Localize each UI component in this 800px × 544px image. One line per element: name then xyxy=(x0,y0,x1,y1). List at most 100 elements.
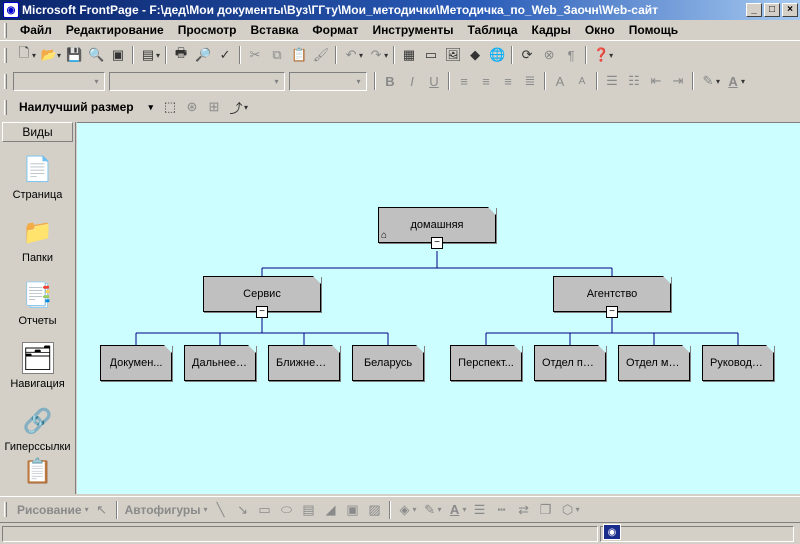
view-hyperlinks[interactable]: 🔗 Гиперссылки xyxy=(0,394,75,457)
menu-view[interactable]: Просмотр xyxy=(177,23,237,37)
redo-icon[interactable]: ↷ xyxy=(370,47,382,62)
wordart-icon[interactable]: ◢ xyxy=(325,501,336,517)
align-left-icon[interactable]: ≡ xyxy=(460,73,468,89)
style-combo[interactable]: ▾ xyxy=(13,71,105,91)
highlight-dropdown-icon[interactable]: ▾ xyxy=(716,76,721,86)
nav-node-page[interactable]: Руководс... xyxy=(702,345,774,381)
copy-icon[interactable]: ⧉ xyxy=(272,47,282,62)
textbox-icon[interactable]: ▤ xyxy=(302,501,315,517)
justify-icon[interactable]: ≣ xyxy=(524,73,536,88)
fill-color-icon[interactable]: ◈ xyxy=(399,501,410,517)
close-button[interactable]: × xyxy=(782,3,798,17)
shadow-icon[interactable]: ❐ xyxy=(539,501,552,517)
decrease-indent-icon[interactable]: ⇤ xyxy=(650,73,662,88)
toolbar-grip[interactable] xyxy=(4,22,7,38)
view-page[interactable]: 📄 Страница xyxy=(0,142,75,205)
italic-icon[interactable]: I xyxy=(410,73,414,89)
undo-icon[interactable]: ↶ xyxy=(345,47,357,62)
menu-insert[interactable]: Вставка xyxy=(250,23,299,37)
menu-help[interactable]: Помощь xyxy=(628,23,679,37)
chevron-down-icon[interactable]: ▾ xyxy=(356,76,361,86)
insert-component-icon[interactable]: ▦ xyxy=(402,47,416,62)
print-icon[interactable]: 🖶 xyxy=(174,45,188,60)
insert-picture-icon[interactable]: 🖼 xyxy=(444,47,462,62)
font-combo[interactable]: ▾ xyxy=(109,71,285,91)
views-header[interactable]: Виды xyxy=(2,122,73,142)
underline-icon[interactable]: U xyxy=(429,73,439,89)
line-icon[interactable]: ╲ xyxy=(216,501,225,517)
collapse-toggle[interactable]: − xyxy=(256,306,268,318)
toolbar-grip[interactable] xyxy=(4,73,7,89)
increase-font-icon[interactable]: A xyxy=(555,73,565,89)
menu-table[interactable]: Таблица xyxy=(467,23,518,37)
size-combo[interactable]: ▾ xyxy=(289,71,367,91)
oval-icon[interactable]: ⬭ xyxy=(280,501,293,517)
help-icon[interactable]: ❓ xyxy=(592,47,610,62)
menu-edit[interactable]: Редактирование xyxy=(65,23,164,37)
arrow-style-icon[interactable]: ⇄ xyxy=(518,501,530,517)
fill-dropdown-icon[interactable]: ▾ xyxy=(412,505,417,514)
new-page-icon[interactable]: 🗋 xyxy=(18,45,30,60)
chevron-down-icon[interactable]: ▾ xyxy=(148,101,153,112)
nav-node-page[interactable]: Ближнее ... xyxy=(268,345,340,381)
collapse-toggle[interactable]: − xyxy=(606,306,618,318)
autoshapes-menu-button[interactable]: Автофигуры xyxy=(124,502,201,517)
minimize-button[interactable]: _ xyxy=(746,3,762,17)
menu-tools[interactable]: Инструменты xyxy=(372,23,454,37)
align-right-icon[interactable]: ≡ xyxy=(504,73,512,89)
rectangle-icon[interactable]: ▭ xyxy=(258,501,271,517)
spelling-icon[interactable]: ✓ xyxy=(219,47,231,62)
nav-node-page[interactable]: Перспект... xyxy=(450,345,522,381)
drawing-dropdown-icon[interactable]: ▾ xyxy=(84,505,89,514)
redo-dropdown-icon[interactable]: ▾ xyxy=(384,50,389,60)
bullets-icon[interactable]: ☷ xyxy=(628,73,640,88)
refresh-icon[interactable]: ⟳ xyxy=(521,47,533,62)
line-style-icon[interactable]: ☰ xyxy=(473,501,486,517)
web-component-icon[interactable]: ▣ xyxy=(111,47,125,62)
clipart-icon[interactable]: ▣ xyxy=(346,501,359,517)
new-dropdown-icon[interactable]: ▾ xyxy=(32,50,37,60)
font-color-icon[interactable]: A xyxy=(728,73,738,89)
numbering-icon[interactable]: ☰ xyxy=(606,73,618,88)
nav-node-page[interactable]: Беларусь xyxy=(352,345,424,381)
maximize-button[interactable]: □ xyxy=(764,3,780,17)
preview-icon[interactable]: 🔎 xyxy=(194,47,212,62)
frontpage-app-icon[interactable]: ◉ xyxy=(3,2,19,18)
3d-icon[interactable]: ⬡ xyxy=(561,501,574,517)
line-color-dropdown-icon[interactable]: ▾ xyxy=(437,505,442,514)
hyperlink-icon[interactable]: 🌐 xyxy=(488,47,506,62)
more-buttons-icon[interactable]: ▾ xyxy=(575,505,580,514)
stop-icon[interactable]: ⊗ xyxy=(543,47,555,62)
chevron-down-icon[interactable]: ▾ xyxy=(274,76,279,86)
open-folder-icon[interactable]: 📂 xyxy=(40,47,58,62)
toolbar-grip[interactable] xyxy=(4,99,7,115)
decrease-font-icon[interactable]: A xyxy=(578,75,586,87)
menu-file[interactable]: Файл xyxy=(20,23,52,37)
nav-node-page[interactable]: Дальнее ... xyxy=(184,345,256,381)
more-buttons-icon[interactable]: ▾ xyxy=(244,102,249,112)
view-subtree-icon[interactable]: ⊛ xyxy=(186,99,198,114)
collapse-toggle[interactable]: − xyxy=(431,237,443,249)
font-color-dropdown-icon[interactable]: ▾ xyxy=(741,76,746,86)
view-folders[interactable]: 📁 Папки xyxy=(0,205,75,268)
arrow-icon[interactable]: ↘ xyxy=(237,501,248,517)
font-color-dropdown-icon[interactable]: ▾ xyxy=(462,505,467,514)
picture-icon[interactable]: ▨ xyxy=(368,501,381,517)
view-navigation[interactable]: 🗂 Навигация xyxy=(0,331,75,394)
drawing-icon[interactable]: ◆ xyxy=(470,47,481,62)
pane-dropdown-icon[interactable]: ▾ xyxy=(156,50,161,60)
open-dropdown-icon[interactable]: ▾ xyxy=(57,50,62,60)
paste-icon[interactable]: 📋 xyxy=(290,47,308,62)
help-dropdown-icon[interactable]: ▾ xyxy=(609,50,614,60)
nav-node-agency[interactable]: Агентство − xyxy=(553,276,671,318)
external-link-icon[interactable]: ⤴ xyxy=(229,100,243,116)
autoshapes-dropdown-icon[interactable]: ▾ xyxy=(203,505,208,514)
view-reports[interactable]: 📑 Отчеты xyxy=(0,268,75,331)
nav-node-home[interactable]: домашняя ⌂ − xyxy=(378,207,496,249)
zoom-size-combo[interactable]: Наилучший размер ▾ xyxy=(13,97,153,117)
highlight-icon[interactable]: ✎ xyxy=(702,73,714,88)
format-painter-icon[interactable]: 🖌 xyxy=(312,47,330,62)
toggle-pane-icon[interactable]: ▤ xyxy=(141,47,155,62)
align-center-icon[interactable]: ≡ xyxy=(482,73,490,89)
bold-icon[interactable]: B xyxy=(385,73,395,89)
